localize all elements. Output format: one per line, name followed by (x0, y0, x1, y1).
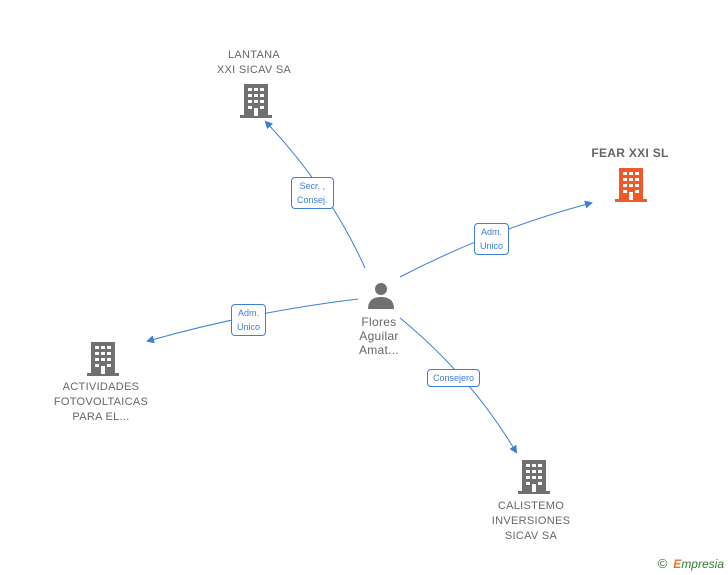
building-icon[interactable] (87, 342, 119, 376)
edge-label-calistemo[interactable]: Consejero (427, 369, 481, 387)
person-icon[interactable] (366, 280, 396, 310)
copyright-symbol: © (657, 556, 668, 571)
edge-label-fear[interactable]: Adm. Unico (474, 223, 510, 255)
brand-logo: © Empresia (658, 556, 724, 571)
node-label-lantana[interactable]: LANTANA XXI SICAV SA (216, 49, 292, 76)
building-icon[interactable] (240, 84, 272, 118)
node-label-fear[interactable]: FEAR XXI SL (591, 146, 669, 160)
brand-name: mpresia (681, 557, 724, 571)
node-label-calistemo[interactable]: CALISTEMO INVERSIONES SICAV SA (491, 500, 571, 542)
brand-initial: E (673, 557, 682, 571)
center-person-name[interactable]: Flores Aguilar Amat... (358, 315, 400, 357)
edge-label-actividades[interactable]: Adm. Unico (231, 304, 267, 336)
edge-label-lantana[interactable]: Secr. , Consej. (291, 177, 334, 209)
node-label-actividades[interactable]: ACTIVIDADES FOTOVOLTAICAS PARA EL... (53, 381, 149, 423)
building-icon[interactable] (615, 168, 647, 202)
building-icon[interactable] (518, 460, 550, 494)
